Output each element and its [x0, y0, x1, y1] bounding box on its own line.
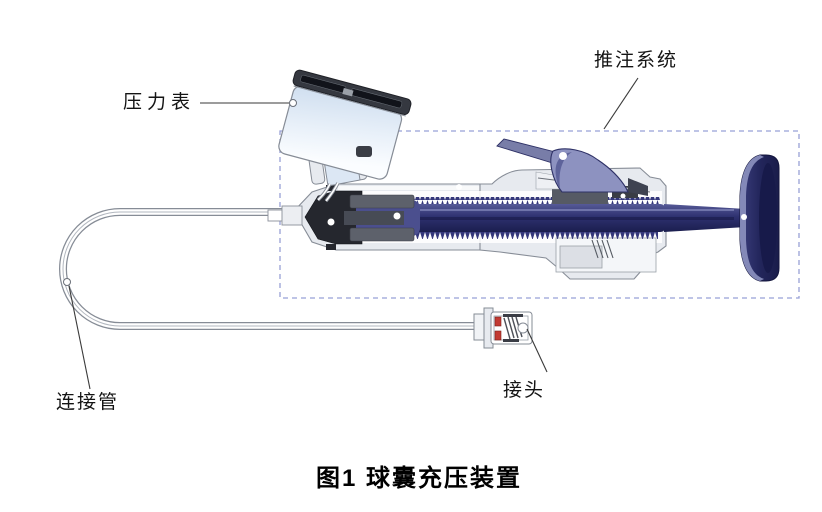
ratchet-teeth-top	[404, 197, 660, 205]
connector-leader-line	[526, 328, 548, 373]
connector-label: 接头	[503, 380, 546, 401]
pressure-gauge-leader-dot-marker	[289, 99, 297, 107]
connecting-tube-leader-dot-marker	[63, 278, 71, 286]
gauge-valve-nub	[356, 146, 372, 157]
handle-knob	[739, 154, 780, 282]
connector-illustration	[473, 307, 533, 349]
injection-system-label: 推注系统	[594, 50, 679, 71]
connecting-tube-leader-line	[68, 285, 91, 390]
connecting-tube-illustration	[59, 208, 479, 330]
highlight-dots	[327, 152, 747, 226]
injection-system-leader-line	[603, 77, 639, 130]
ratchet-teeth-bottom	[410, 231, 658, 239]
connecting-tube-label: 连接管	[56, 392, 120, 413]
figure-caption: 图1 球囊充压装置	[315, 465, 523, 492]
inflation-device-illustration	[267, 69, 780, 282]
housing-spring-hatch	[591, 239, 614, 259]
pressure-gauge-illustration	[278, 69, 412, 180]
pressure-gauge-label: 压力表	[123, 92, 196, 113]
leader-lines	[68, 77, 639, 390]
trigger-lever	[496, 138, 629, 193]
